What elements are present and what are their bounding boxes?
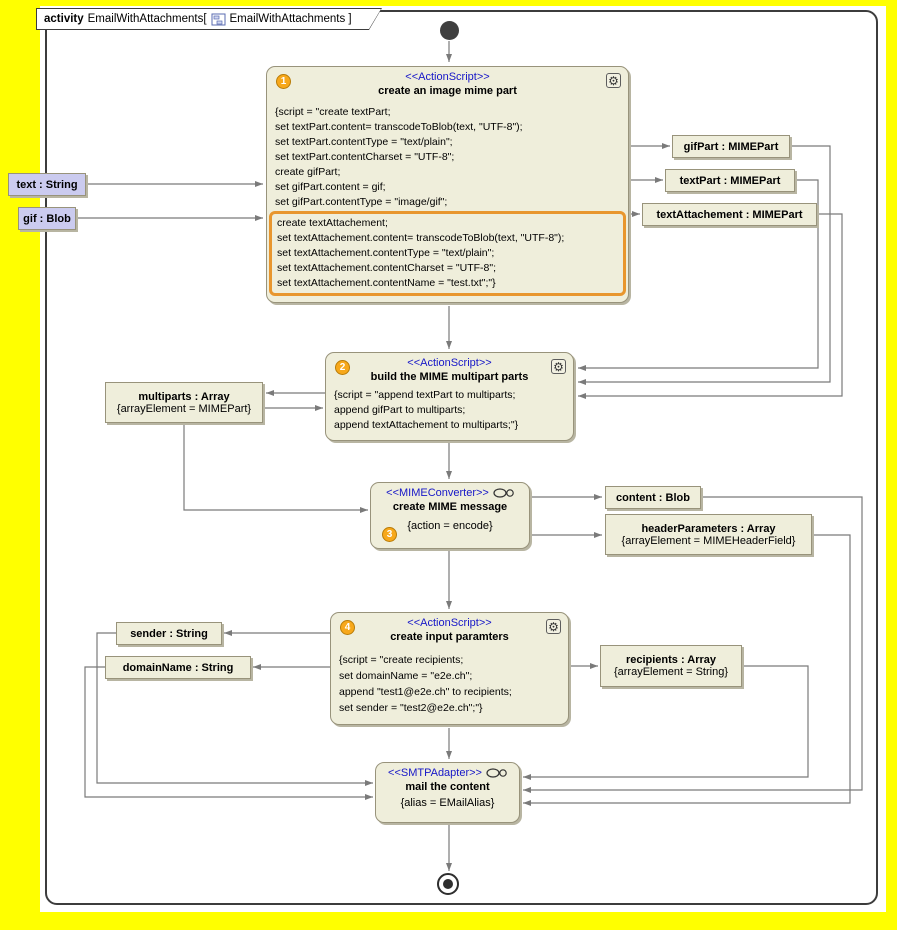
object-node-text[interactable]: text : String [8, 173, 86, 196]
object-label: textAttachement : MIMEPart [656, 208, 803, 221]
object-node-textpart[interactable]: textPart : MIMEPart [665, 169, 795, 192]
script-line: append textAttachement to multiparts;"} [334, 419, 519, 431]
action-title: build the MIME multipart parts [370, 371, 529, 383]
adapter-icon [486, 768, 507, 778]
frame-title-right: EmailWithAttachments ] [229, 13, 352, 25]
final-node-core [443, 879, 453, 889]
gear-icon: ⚙ [546, 619, 561, 634]
action-title: create MIME message [392, 501, 508, 513]
action-title: create an image mime part [378, 85, 517, 97]
stereotype-text: <<SMTPAdapter>> [388, 767, 482, 779]
object-node-sender[interactable]: sender : String [116, 622, 222, 645]
step-badge-4: 4 [340, 620, 355, 635]
action-create-mime-message[interactable]: <<MIMEConverter>> create MIME message 3 … [370, 482, 530, 549]
edge-multiparts-to-action3 [183, 424, 368, 513]
object-label: multiparts : Array [138, 390, 230, 403]
stereotype-label: <<MIMEConverter>> [371, 487, 529, 499]
action-title: create input paramters [390, 631, 509, 643]
action-script-text: {script = "create recipients; set domain… [331, 652, 568, 716]
script-line: append gifPart to multiparts; [334, 404, 466, 416]
object-node-recipients[interactable]: recipients : Array {arrayElement = Strin… [600, 645, 742, 687]
script-line: set sender = "test2@e2e.ch";"} [339, 702, 483, 714]
script-line: {script = "create textPart; [275, 106, 391, 118]
edge-domainname-to-action5 [84, 666, 373, 800]
edge-textattachement-to-action2 [578, 213, 843, 399]
action-title: mail the content [405, 781, 490, 793]
edge-headerparameters-to-action5 [523, 534, 851, 806]
object-node-gif[interactable]: gif : Blob [18, 207, 76, 230]
converter-icon [493, 488, 514, 498]
object-sublabel: {arrayElement = MIMEHeaderField} [621, 534, 796, 547]
object-sublabel: {arrayElement = MIMEPart} [116, 402, 252, 415]
object-node-gifpart[interactable]: gifPart : MIMEPart [672, 135, 790, 158]
script-line: set gifPart.content = gif; [275, 181, 386, 193]
edge-sender-to-action5 [96, 632, 373, 786]
action-script-text: {script = "create textPart; set textPart… [267, 105, 628, 210]
action-parameter: {alias = EMailAlias} [400, 797, 495, 809]
edge-content-to-action5 [523, 496, 863, 793]
action-script-text: {script = "append textPart to multiparts… [326, 388, 573, 433]
object-label: textPart : MIMEPart [679, 174, 781, 187]
object-sublabel: {arrayElement = String} [613, 666, 729, 678]
step-badge-3: 3 [382, 527, 397, 542]
activity-frame-border [45, 10, 878, 905]
stereotype-label: <<ActionScript>> [405, 71, 490, 83]
object-label: gif : Blob [23, 212, 71, 225]
diagram-frame-tab: activity EmailWithAttachments[ EmailWith… [36, 8, 382, 30]
edge-gifpart-to-action2 [578, 145, 831, 385]
stereotype-label: <<ActionScript>> [407, 617, 492, 629]
gear-icon: ⚙ [606, 73, 621, 88]
action-parameter: {action = encode} [407, 520, 493, 532]
object-label: sender : String [130, 627, 208, 640]
step-badge-1: 1 [276, 74, 291, 89]
script-line: set textPart.content= transcodeToBlob(te… [275, 121, 523, 133]
script-line: create textAttachement; [277, 217, 388, 229]
edge-textpart-to-action2 [578, 179, 819, 371]
script-line: set textAttachement.contentType = "text/… [277, 247, 495, 259]
object-label: recipients : Array [625, 654, 717, 666]
action-mail-the-content[interactable]: <<SMTPAdapter>> mail the content {alias … [375, 762, 520, 823]
final-node[interactable] [437, 873, 459, 895]
object-node-content[interactable]: content : Blob [605, 486, 701, 509]
script-line: set gifPart.contentType = "image/gif"; [275, 196, 448, 208]
step-badge-2: 2 [335, 360, 350, 375]
gear-icon: ⚙ [551, 359, 566, 374]
script-line: {script = "append textPart to multiparts… [334, 389, 516, 401]
script-line: set domainName = "e2e.ch"; [339, 670, 473, 682]
script-line: append "test1@e2e.ch" to recipients; [339, 686, 512, 698]
object-node-multiparts[interactable]: multiparts : Array {arrayElement = MIMEP… [105, 382, 263, 423]
action-create-image-mime-part[interactable]: 1 ⚙ <<ActionScript>> create an image mim… [266, 66, 629, 303]
object-node-headerparameters[interactable]: headerParameters : Array {arrayElement =… [605, 514, 812, 555]
script-line: create gifPart; [275, 166, 341, 178]
script-line: set textPart.contentType = "text/plain"; [275, 136, 453, 148]
activity-diagram-icon [211, 13, 226, 26]
script-line: set textAttachement.content= transcodeTo… [277, 232, 565, 244]
stereotype-label: <<ActionScript>> [407, 357, 492, 369]
script-line: set textPart.contentCharset = "UTF-8"; [275, 151, 455, 163]
frame-title-left: EmailWithAttachments[ [87, 13, 207, 25]
action-build-mime-multipart-parts[interactable]: 2 ⚙ <<ActionScript>> build the MIME mult… [325, 352, 574, 441]
frame-keyword: activity [44, 13, 84, 25]
object-label: gifPart : MIMEPart [683, 140, 779, 153]
script-line: {script = "create recipients; [339, 654, 464, 666]
object-label: domainName : String [122, 661, 234, 674]
object-node-domainname[interactable]: domainName : String [105, 656, 251, 679]
script-line: set textAttachement.contentCharset = "UT… [277, 262, 497, 274]
script-line: set textAttachement.contentName = "test.… [277, 277, 496, 289]
stereotype-text: <<MIMEConverter>> [386, 487, 489, 499]
action-create-input-paramters[interactable]: 4 ⚙ <<ActionScript>> create input paramt… [330, 612, 569, 725]
stereotype-label: <<SMTPAdapter>> [376, 767, 519, 779]
object-label: headerParameters : Array [641, 522, 776, 535]
script-selection-highlight[interactable]: create textAttachement; set textAttachem… [269, 211, 626, 296]
object-node-textattachement[interactable]: textAttachement : MIMEPart [642, 203, 817, 226]
object-label: text : String [16, 178, 78, 191]
object-label: content : Blob [616, 491, 690, 504]
edge-recipients-to-action5 [523, 665, 809, 780]
initial-node[interactable] [440, 21, 459, 40]
